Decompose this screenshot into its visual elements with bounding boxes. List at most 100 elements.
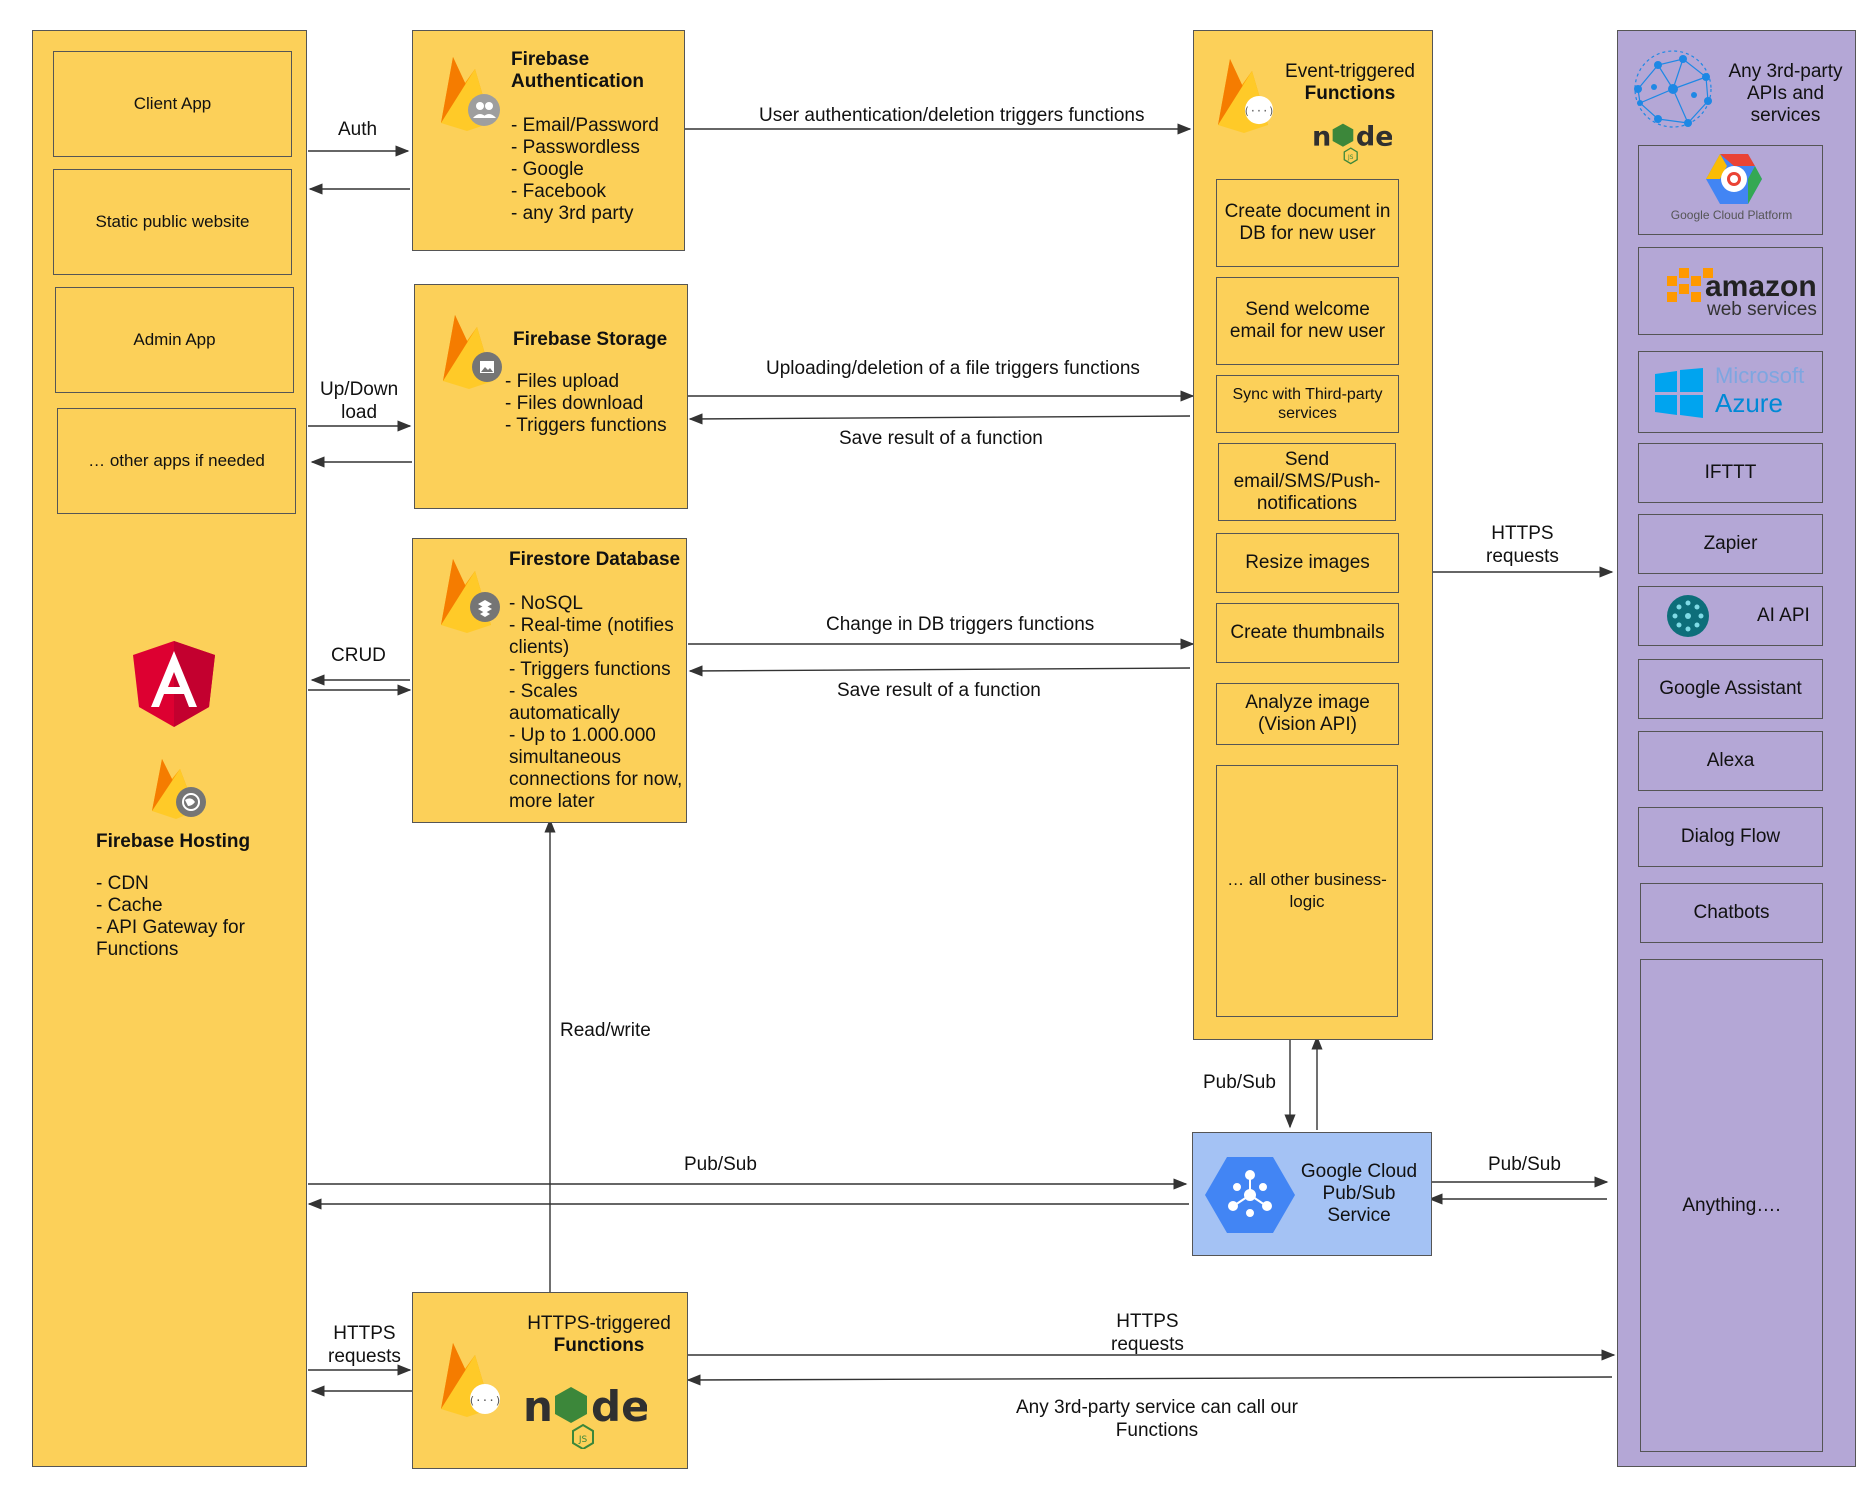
client-app-label: Client App [133, 94, 212, 113]
firestore-feature: clients) [509, 637, 570, 658]
pubsub-title: Google Cloud Pub/Sub Service [1289, 1161, 1429, 1227]
pubsub-title-line: Google Cloud [1300, 1161, 1418, 1182]
aws-label-sub: web services [1707, 299, 1817, 320]
storage-feature: - Files download [505, 393, 644, 414]
event-functions-title-line: Functions [1304, 83, 1396, 104]
firestore-feature: more later [509, 791, 595, 812]
label-https-left: HTTPS requests [328, 1322, 401, 1368]
https-functions-title: HTTPS-triggered Functions [509, 1313, 689, 1357]
label-auth: Auth [338, 119, 378, 140]
google-cloud-label: Google Cloud Platform [1670, 208, 1793, 222]
svg-text:JS: JS [578, 1435, 588, 1445]
client-app-box: Client App [53, 51, 292, 157]
nodejs-icon: n de JS [523, 1382, 647, 1449]
globe-icon [176, 787, 206, 817]
event-functions-title-line: Event-triggered [1285, 61, 1415, 82]
label-third-party-call-line: Any 3rd-party service can call our [1016, 1397, 1298, 1418]
auth-feature: - Email/Password [511, 115, 659, 136]
network-globe-icon [1634, 50, 1712, 128]
label-save-result-2: Save result of a function [837, 680, 1041, 701]
other-apps-box: … other apps if needed [57, 408, 296, 514]
pubsub-title-line: Pub/Sub [1322, 1183, 1396, 1204]
azure-label-line1: Microsoft [1715, 363, 1805, 388]
label-read-write: Read/write [560, 1020, 651, 1041]
auth-feature: - Facebook [511, 181, 607, 202]
functions-icon: (···) [1244, 95, 1274, 125]
users-icon [468, 94, 500, 126]
google-cloud-box: Google Cloud Platform [1638, 145, 1823, 235]
firestore-title: Firestore Database [509, 549, 681, 570]
hosting-feature: Functions [96, 939, 179, 960]
task-welcome-email: Send welcome email for new user [1216, 277, 1399, 365]
task-other-logic: … all other business-logic [1216, 765, 1398, 1017]
ai-api-box: AI API [1638, 586, 1823, 646]
hosting-feature: - CDN [96, 873, 149, 894]
nodejs-icon: n de JS [1312, 122, 1392, 165]
admin-app-box: Admin App [55, 287, 294, 393]
azure-label-line2: Azure [1715, 388, 1783, 418]
storage-title: Firebase Storage [513, 329, 668, 350]
firebase-hosting-panel: Client App Static public website Admin A… [32, 30, 307, 1467]
service-alexa: Alexa [1638, 731, 1823, 791]
service-zapier: Zapier [1638, 514, 1823, 574]
hosting-feature: - Cache [96, 895, 163, 916]
pubsub-icon [1205, 1157, 1295, 1233]
firestore-features: - NoSQL - Real-time (notifies clients) -… [509, 593, 682, 813]
third-party-panel: Any 3rd-party APIs and services Google C… [1617, 30, 1856, 1467]
task-sync-third-party: Sync with Third-party services [1216, 375, 1399, 433]
auth-feature: - Passwordless [511, 137, 640, 158]
label-crud: CRUD [331, 645, 386, 666]
event-functions-box: (···) Event-triggered Functions n de JS … [1193, 30, 1433, 1040]
label-user-auth-trigger: User authentication/deletion triggers fu… [759, 105, 1145, 126]
service-anything: Anything…. [1640, 959, 1823, 1452]
svg-text:(···): (···) [1244, 106, 1274, 118]
label-https-right-line: HTTPS [1491, 523, 1554, 544]
svg-text:n: n [523, 1382, 553, 1431]
firestore-feature: connections for now, [509, 769, 683, 790]
label-https-right-line: requests [1486, 546, 1559, 567]
third-party-title: Any 3rd-party APIs and services [1718, 61, 1853, 127]
firestore-feature: - NoSQL [509, 593, 583, 614]
storage-feature: - Files upload [505, 371, 620, 392]
label-https-right: HTTPS requests [1486, 522, 1559, 568]
storage-feature: - Triggers functions [505, 415, 667, 436]
label-https-bottom: HTTPS requests [1111, 1310, 1184, 1356]
firestore-feature: - Real-time (notifies [509, 615, 674, 636]
svg-text:de: de [1356, 122, 1392, 153]
third-party-title-line: Any 3rd-party [1728, 61, 1843, 82]
service-google-assistant: Google Assistant [1638, 659, 1823, 719]
label-db-change: Change in DB triggers functions [826, 614, 1095, 635]
label-updown-line: Up/Down [320, 379, 399, 400]
label-pubsub-right: Pub/Sub [1488, 1154, 1561, 1175]
auth-feature: - Google [511, 159, 584, 180]
pubsub-title-line: Service [1327, 1205, 1391, 1226]
aws-icon [1667, 268, 1713, 302]
label-upload-trigger: Uploading/deletion of a file triggers fu… [766, 358, 1140, 379]
functions-icon: (···) [469, 1384, 501, 1414]
firestore-icon [470, 592, 500, 622]
storage-features: - Files upload - Files download - Trigge… [505, 371, 667, 437]
google-cloud-icon [1706, 154, 1762, 204]
hosting-features: - CDN - Cache - API Gateway for Function… [96, 873, 245, 961]
svg-text:(···): (···) [469, 1394, 501, 1407]
task-send-notifications: Send email/SMS/Push-notifications [1218, 443, 1396, 521]
auth-title: Firebase Authentication [511, 49, 644, 93]
label-pubsub-left: Pub/Sub [684, 1154, 757, 1175]
label-updown-line: load [341, 402, 378, 423]
event-functions-title: Event-triggered Functions [1274, 61, 1426, 105]
arrow-db-save [688, 665, 1191, 677]
service-dialog-flow: Dialog Flow [1638, 807, 1823, 867]
service-chatbots: Chatbots [1640, 883, 1823, 943]
firestore-feature: - Triggers functions [509, 659, 671, 680]
third-party-title-line: APIs and [1746, 83, 1825, 104]
auth-features: - Email/Password - Passwordless - Google… [511, 115, 659, 225]
ai-api-label: AI API [1757, 605, 1810, 626]
label-https-bottom-line: requests [1111, 1334, 1184, 1355]
hosting-feature: - API Gateway for [96, 917, 245, 938]
arrow-storage-save [688, 413, 1191, 425]
task-create-document: Create document in DB for new user [1216, 179, 1399, 267]
label-save-result-1: Save result of a function [839, 428, 1043, 449]
https-functions-box: (···) HTTPS-triggered Functions n de JS [412, 1292, 688, 1469]
firestore-feature: automatically [509, 703, 620, 724]
